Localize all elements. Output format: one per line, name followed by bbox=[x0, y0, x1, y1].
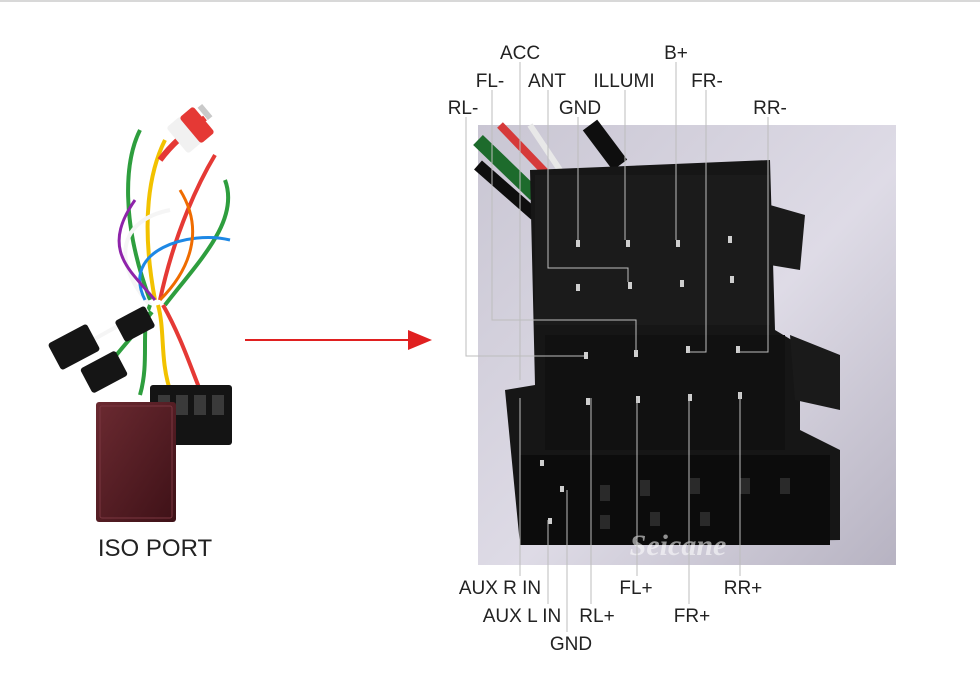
label-illumi: ILLUMI bbox=[593, 71, 654, 92]
label-acc: ACC bbox=[500, 43, 540, 64]
label-rr-plus: RR+ bbox=[724, 578, 763, 599]
label-gnd-bottom: GND bbox=[550, 634, 592, 655]
label-gnd-top: GND bbox=[559, 98, 601, 119]
label-fr-plus: FR+ bbox=[674, 606, 710, 627]
label-rr-minus: RR- bbox=[753, 98, 787, 119]
wire-harness-image bbox=[48, 103, 232, 522]
top-divider bbox=[0, 0, 980, 2]
label-aux-l-in: AUX L IN bbox=[483, 606, 562, 627]
label-fl-minus: FL- bbox=[476, 71, 505, 92]
label-fr-minus: FR- bbox=[691, 71, 723, 92]
leader-lines bbox=[465, 62, 769, 632]
label-rl-minus: RL- bbox=[448, 98, 479, 119]
seicane-watermark: Seicane bbox=[630, 529, 727, 562]
iso-port-caption: ISO PORT bbox=[98, 535, 213, 562]
label-b-plus: B+ bbox=[664, 43, 688, 64]
pin-labels-bottom: AUX R IN FL+ RR+ AUX L IN RL+ FR+ GND bbox=[459, 578, 762, 655]
pin-labels-top: ACC B+ FL- ANT ILLUMI FR- RL- GND RR- bbox=[448, 43, 787, 119]
label-aux-r-in: AUX R IN bbox=[459, 578, 541, 599]
label-rl-plus: RL+ bbox=[579, 606, 614, 627]
label-fl-plus: FL+ bbox=[619, 578, 652, 599]
connector-photo bbox=[473, 119, 896, 565]
label-ant: ANT bbox=[528, 71, 566, 92]
